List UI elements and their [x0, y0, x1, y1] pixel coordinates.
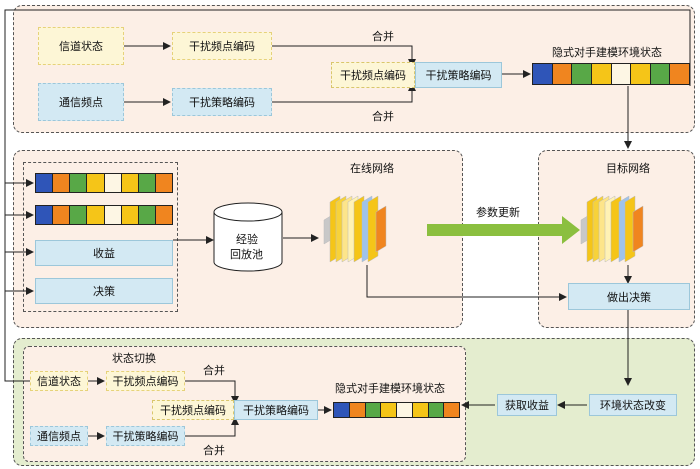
state-cell: [444, 403, 459, 417]
get-reward-box: 获取收益: [497, 394, 557, 416]
state-cell: [334, 403, 350, 417]
state-cell: [611, 64, 632, 84]
state-switch-label: 状态切换: [112, 352, 156, 365]
bottom-implicit-env-state-bar: [333, 402, 460, 418]
state-cell: [36, 174, 54, 192]
network-layer: [632, 205, 644, 253]
network-layer: [375, 205, 387, 253]
bottom-interference-freq-encoding-box: 干扰频点编码: [106, 371, 185, 391]
state-cell: [428, 403, 445, 417]
online-network-stack: [323, 195, 387, 263]
replay-pool-cylinder: [213, 202, 283, 272]
state-cell: [572, 64, 592, 84]
replay-pool-label-1: 经验: [236, 233, 258, 246]
state-cell: [87, 206, 105, 224]
state-cell: [104, 174, 122, 192]
env-state-change-box: 环境状态改变: [589, 394, 677, 416]
implicit-env-state-label: 隐式对手建模环境状态: [552, 46, 662, 59]
state-cell: [365, 403, 382, 417]
state-cell: [104, 206, 122, 224]
merged-freq-encoding-box: 干扰频点编码: [331, 62, 415, 88]
network-layer: [367, 195, 379, 263]
merge-label-lower: 合并: [372, 110, 394, 123]
make-decision-box: 做出决策: [568, 283, 690, 310]
state-cell: [670, 64, 689, 84]
state-cell: [121, 174, 139, 192]
channel-state-box: 信道状态: [38, 27, 124, 65]
state-cell: [349, 403, 366, 417]
state-cell: [138, 174, 156, 192]
bottom-implicit-env-state-label: 隐式对手建模环境状态: [335, 382, 445, 395]
bottom-channel-state-box: 信道状态: [30, 371, 88, 391]
replay-pool-label-2: 回放池: [230, 248, 263, 261]
state-cell: [533, 64, 553, 84]
bottom-merged-strategy-encoding-box: 干扰策略编码: [234, 400, 318, 420]
target-network-label: 目标网络: [606, 162, 650, 175]
bottom-merge-label-upper: 合并: [203, 364, 225, 377]
param-update-label: 参数更新: [476, 206, 520, 219]
state-cell: [155, 206, 172, 224]
implicit-env-state-bar: [532, 63, 690, 85]
state-cell: [381, 403, 397, 417]
param-update-arrow: [427, 216, 580, 244]
interference-freq-encoding-box: 干扰频点编码: [172, 32, 272, 60]
state-cell: [412, 403, 429, 417]
state-cell: [70, 206, 88, 224]
state-cell: [138, 206, 156, 224]
target-network-stack: [580, 195, 644, 263]
replay-memory-dashed: [23, 162, 178, 312]
state-cell: [552, 64, 573, 84]
state-cell: [155, 174, 172, 192]
network-layer: [624, 195, 636, 263]
state-cell: [36, 206, 54, 224]
state-cell: [121, 206, 139, 224]
comm-freq-box: 通信频点: [38, 83, 124, 121]
state-cell: [87, 174, 105, 192]
state-cell: [397, 403, 413, 417]
merge-label-upper: 合并: [372, 30, 394, 43]
state-cell: [70, 174, 88, 192]
state-cell: [591, 64, 612, 84]
bottom-merge-label-lower: 合并: [203, 444, 225, 457]
bottom-comm-freq-box: 通信频点: [30, 426, 88, 446]
reward-box: 收益: [35, 240, 173, 266]
interference-strategy-encoding-box: 干扰策略编码: [172, 88, 272, 116]
state-cell: [53, 174, 71, 192]
bottom-merged-freq-encoding-box: 干扰频点编码: [152, 400, 234, 420]
state-cell: [631, 64, 651, 84]
state-cell: [53, 206, 71, 224]
state-bar-2: [35, 205, 173, 225]
online-network-label: 在线网络: [350, 162, 394, 175]
bottom-interference-strategy-encoding-box: 干扰策略编码: [106, 426, 185, 446]
state-cell: [650, 64, 671, 84]
state-bar-1: [35, 173, 173, 193]
decision-box: 决策: [35, 278, 173, 304]
merged-strategy-encoding-box: 干扰策略编码: [415, 62, 502, 88]
